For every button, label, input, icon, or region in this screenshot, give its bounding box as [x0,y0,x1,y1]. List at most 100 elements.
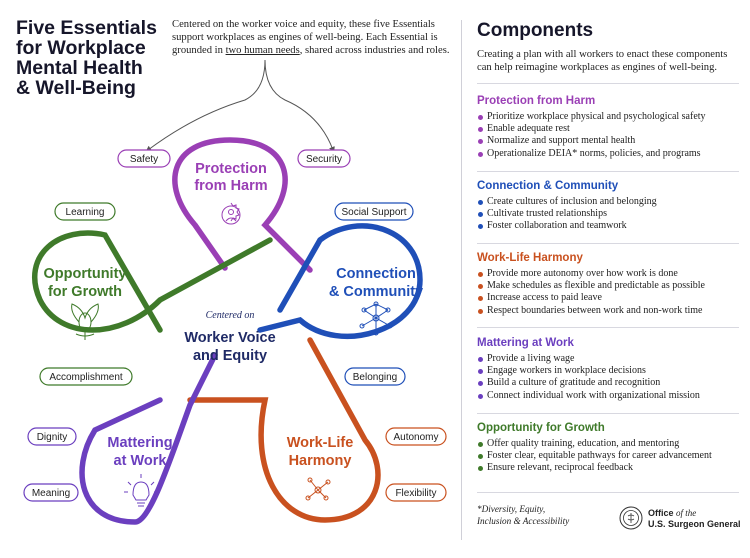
need-label: Security [306,154,342,165]
protection-icon [221,202,241,225]
need-label: Belonging [353,372,397,383]
list-item-text: Make schedules as flexible and predictab… [487,280,705,292]
components-title: Components [477,20,594,41]
need-label: Dignity [37,432,68,443]
office-bold: Office [648,508,674,518]
surgeon-general-seal-icon [619,506,643,530]
section-heading: Opportunity for Growth [477,422,605,434]
list-item: Offer quality training, education, and m… [477,438,742,450]
bullet [478,127,483,133]
list-item-text: Provide a living wage [487,353,575,364]
need-pill-learning [54,202,116,221]
bullet [478,381,483,387]
section-separator [477,413,739,414]
bullet [478,454,483,460]
section-heading: Connection & Community [477,180,619,192]
need-label: Accomplishment [49,372,123,383]
section-separator [477,171,739,172]
essential-label: from Harm [194,178,267,194]
components-subtitle: Creating a plan with all workers to enac… [477,49,728,73]
section-heading: Work-Life Harmony [477,252,583,264]
list-item-text: Prioritize workplace physical and psycho… [487,111,706,122]
section-separator [477,492,739,493]
list-item: Normalize and support mental health [477,135,742,147]
list-item-text: Foster clear, equitable pathways for car… [487,450,712,462]
intro-underlined: two human needs [225,45,300,56]
essential-label: at Work [114,453,168,469]
need-label: Meaning [32,488,70,499]
section-separator [477,243,739,244]
list-item-text: Operationalize DEIA* norms, policies, an… [487,147,701,159]
office-of: of the [676,508,697,518]
mattering-loop [79,352,218,525]
office-label: Office of the U.S. Surgeon General [648,508,741,529]
protection-loop [172,137,313,273]
title-line: Mental Health [16,57,143,79]
bullet [478,296,483,302]
need-label: Flexibility [395,488,436,499]
intro-text: Centered on the worker voice and equity,… [172,18,462,57]
list-item-text: Connect individual work with organizatio… [487,389,700,401]
intro-before: Centered on the worker voice and equity,… [172,19,438,56]
list-item-text: Offer quality training, education, and m… [487,438,680,449]
need-pill-belonging [344,367,406,386]
bullet [478,393,483,399]
bullet [478,466,483,472]
bullet [478,369,483,375]
essential-label: Mattering [107,435,172,451]
section-separator [477,83,739,84]
needs-brace [264,59,335,153]
need-pill-security [297,149,351,168]
list-item: Connect individual work with organizatio… [477,390,742,402]
list-item-text: Increase access to paid leave [487,292,602,304]
intro-after: , shared across industries and roles. [299,45,450,56]
need-pill-accomplishment [39,367,133,386]
list-item-text: Provide more autonomy over how work is d… [487,268,678,279]
bullet [478,357,483,362]
bullet [478,200,483,205]
list-item-text: Create cultures of inclusion and belongi… [487,196,657,207]
list-item: Provide a living wage [477,353,742,365]
list-item: Foster clear, equitable pathways for car… [477,450,742,462]
list-item: Ensure relevant, reciprocal feedback [477,462,742,474]
list-item-text: Ensure relevant, reciprocal feedback [487,462,634,474]
list-item: Engage workers in workplace decisions [477,365,742,377]
list-item: Increase access to paid leave [477,292,742,304]
component-section-growth: Opportunity for Growth Offer quality tra… [477,422,742,475]
section-heading: Mattering at Work [477,337,574,349]
component-section-worklife: Work-Life Harmony Provide more autonomy … [477,252,742,317]
list-item: Provide more autonomy over how work is d… [477,268,742,280]
bullet [478,139,483,145]
office-name: U.S. Surgeon General [648,518,741,529]
needs-pills [23,149,447,502]
list-item: Make schedules as flexible and predictab… [477,280,742,292]
need-pill-autonomy [385,427,447,446]
center-line2: and Equity [193,348,267,364]
center-prefix: Centered on [206,310,255,321]
growth-loop [32,230,273,333]
mattering-icon [124,474,158,507]
essential-label: Opportunity [44,266,127,282]
list-item: Foster collaboration and teamwork [477,220,742,232]
essential-label: Protection [195,161,267,177]
essential-label: Harmony [289,453,352,469]
list-item: Enable adequate rest [477,123,742,135]
component-list: Offer quality training, education, and m… [477,438,742,475]
essential-label: Work-Life [287,435,354,451]
section-heading: Protection from Harm [477,95,596,107]
five-essentials-diagram: Safety Security Social Support Belonging… [23,59,447,525]
office-line2: U.S. Surgeon General [648,519,741,530]
need-pill-meaning [23,483,79,502]
office-line1: Office of the [648,508,741,519]
list-item: Cultivate trusted relationships [477,208,742,220]
column-divider [461,20,462,540]
connection-loop [257,223,423,339]
list-item-text: Respect boundaries between work and non-… [487,304,703,316]
bullet [478,272,483,277]
component-section-protection: Protection from Harm Prioritize workplac… [477,95,742,160]
bullet [478,308,483,314]
component-list: Provide more autonomy over how work is d… [477,268,742,317]
title-line: Five Essentials [16,17,157,39]
list-item-text: Build a culture of gratitude and recogni… [487,377,661,389]
need-pill-dignity [27,427,77,446]
